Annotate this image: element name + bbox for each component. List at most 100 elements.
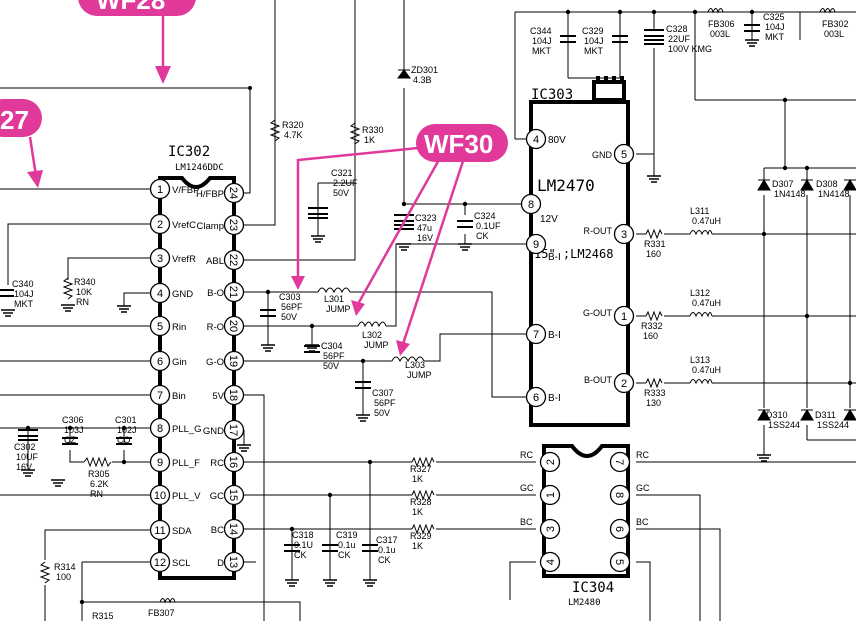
c318-ref: C318 — [292, 530, 314, 540]
ic302-pin-6-circle — [149, 350, 171, 372]
ic303-pin-3-circle — [613, 223, 635, 245]
l301-symbol — [317, 287, 351, 294]
ic302-pin-4-number: 4 — [157, 288, 163, 300]
ic302-pin-15-number: 15 — [227, 489, 239, 501]
ic303-pin-1-number: 1 — [621, 311, 627, 323]
wf28-bubble — [78, 0, 196, 16]
ic304-pin-3-circle — [539, 518, 561, 540]
ic302-pin-23-label: Clamp — [197, 221, 224, 232]
ic302-pin-18-label: 5V — [212, 391, 224, 402]
r333-value: 130 — [646, 398, 661, 408]
r305-value: 6.2K — [90, 479, 109, 489]
ic302-pin-12-label: SCL — [172, 558, 190, 569]
d310-value: 1SS244 — [768, 420, 800, 430]
ic304-pin-1-circle — [539, 484, 561, 506]
r328-value: 1K — [412, 507, 423, 517]
ic302-pin-23-circle — [223, 214, 245, 236]
l301-value: JUMP — [326, 304, 351, 314]
ic302-pin-4-label: GND — [172, 289, 193, 300]
inductor-symbols — [317, 230, 713, 385]
d311-value: 1SS244 — [817, 420, 849, 430]
r340-value: 10K — [76, 287, 92, 297]
ic304-pin-1-number: 1 — [545, 492, 557, 498]
r329-ref: R329 — [410, 531, 432, 541]
r328-ref: R328 — [410, 497, 432, 507]
ic302-body — [158, 176, 236, 580]
ic302-pin-10-circle — [149, 484, 171, 506]
ic304-pin-1-label: GC — [520, 483, 534, 493]
c323-ref: C323 — [415, 213, 437, 223]
ic303-name: IC303 — [531, 87, 573, 103]
ic302-pin-22-number: 22 — [227, 254, 239, 266]
c306-ref: C306 — [62, 415, 84, 425]
r305-note: RN — [90, 489, 103, 499]
fb307-ref: FB307 — [148, 608, 175, 618]
c340-note: MKT — [14, 299, 34, 309]
c323-note: 16V — [417, 233, 433, 243]
ic302-pin-9-circle — [149, 451, 171, 473]
ic302-pin-17-number: 17 — [227, 424, 239, 436]
ic302-pin-10-number: 10 — [154, 490, 166, 502]
ic304-body — [542, 444, 630, 578]
c328-note: 100V KMG — [668, 44, 712, 54]
c301-value: 102J — [117, 425, 137, 435]
ic303-pin-6-circle — [525, 386, 547, 408]
ic303-pin-6-label: B-I — [548, 393, 561, 404]
ic303-pin-9-circle — [525, 233, 547, 255]
wf28-arrow — [155, 66, 171, 84]
c303-value: 56PF — [281, 302, 303, 312]
l312-ref: L312 — [690, 288, 710, 298]
ic302-pin-23-number: 23 — [227, 219, 239, 231]
d311-ref: D311 — [815, 410, 836, 420]
ic302-pin-10-label: PLL_V — [172, 491, 201, 502]
r314-ref: R314 — [54, 562, 76, 572]
ic302-pin-1-number: 1 — [157, 184, 163, 196]
r340-ref: R340 — [74, 277, 96, 287]
r330-symbol — [349, 122, 361, 145]
c307-ref: C307 — [372, 388, 394, 398]
c303-note: 50V — [281, 312, 297, 322]
ic302-pin-14-number: 14 — [227, 523, 239, 535]
d312-symbol — [843, 409, 856, 421]
l313-ref: L313 — [690, 355, 710, 365]
c324-value: 0.1UF — [476, 221, 501, 231]
c325-note: MKT — [765, 32, 785, 42]
ic304-pin-7-number: 7 — [613, 459, 625, 465]
ic302-pin-21-label: B-O — [207, 288, 224, 299]
d310-symbol — [757, 409, 771, 421]
ic303-labels: IC303 LM2470 15" ;LM2468 — [531, 87, 613, 261]
l312-symbol — [689, 312, 713, 318]
l301-ref: L301 — [324, 294, 344, 304]
l303-ref: L303 — [405, 360, 425, 370]
r305-ref: R305 — [88, 469, 110, 479]
c329-value: 104J — [584, 36, 604, 46]
ic302-labels: IC302 LM1246DDC — [168, 144, 224, 173]
ic303-part: LM2470 — [537, 176, 595, 195]
ic302-pin-3-number: 3 — [157, 253, 163, 265]
ic302-pin-19-circle — [223, 350, 245, 372]
r315-ref: R315 — [92, 611, 114, 621]
ic302-pin-18-number: 18 — [227, 389, 239, 401]
wf30-label: WF30 — [424, 129, 493, 159]
ic304-pin-6-number: 6 — [613, 526, 625, 532]
ic304-pin-7-label: RC — [636, 450, 649, 460]
ic302-pin-2-circle — [149, 213, 171, 235]
r331-ref: R331 — [644, 239, 666, 249]
r331-symbol — [645, 228, 663, 240]
l302-symbol — [357, 321, 387, 328]
l312-value: 0.47uH — [692, 298, 721, 308]
ic302-pin-24-label: H/FBP — [196, 189, 224, 200]
ic304-pin-4-number: 4 — [545, 559, 557, 565]
ic302-pin-20-label: R-O — [207, 322, 224, 333]
ic303-pin-1-label: G-OUT — [583, 308, 612, 318]
zd301-value: 4.3B — [413, 75, 432, 85]
ic302-pin-12-circle — [149, 551, 171, 573]
ic302-pin-11-label: SDA — [172, 526, 192, 537]
c340-ref: C340 — [12, 279, 34, 289]
c318-note: CK — [294, 550, 307, 560]
